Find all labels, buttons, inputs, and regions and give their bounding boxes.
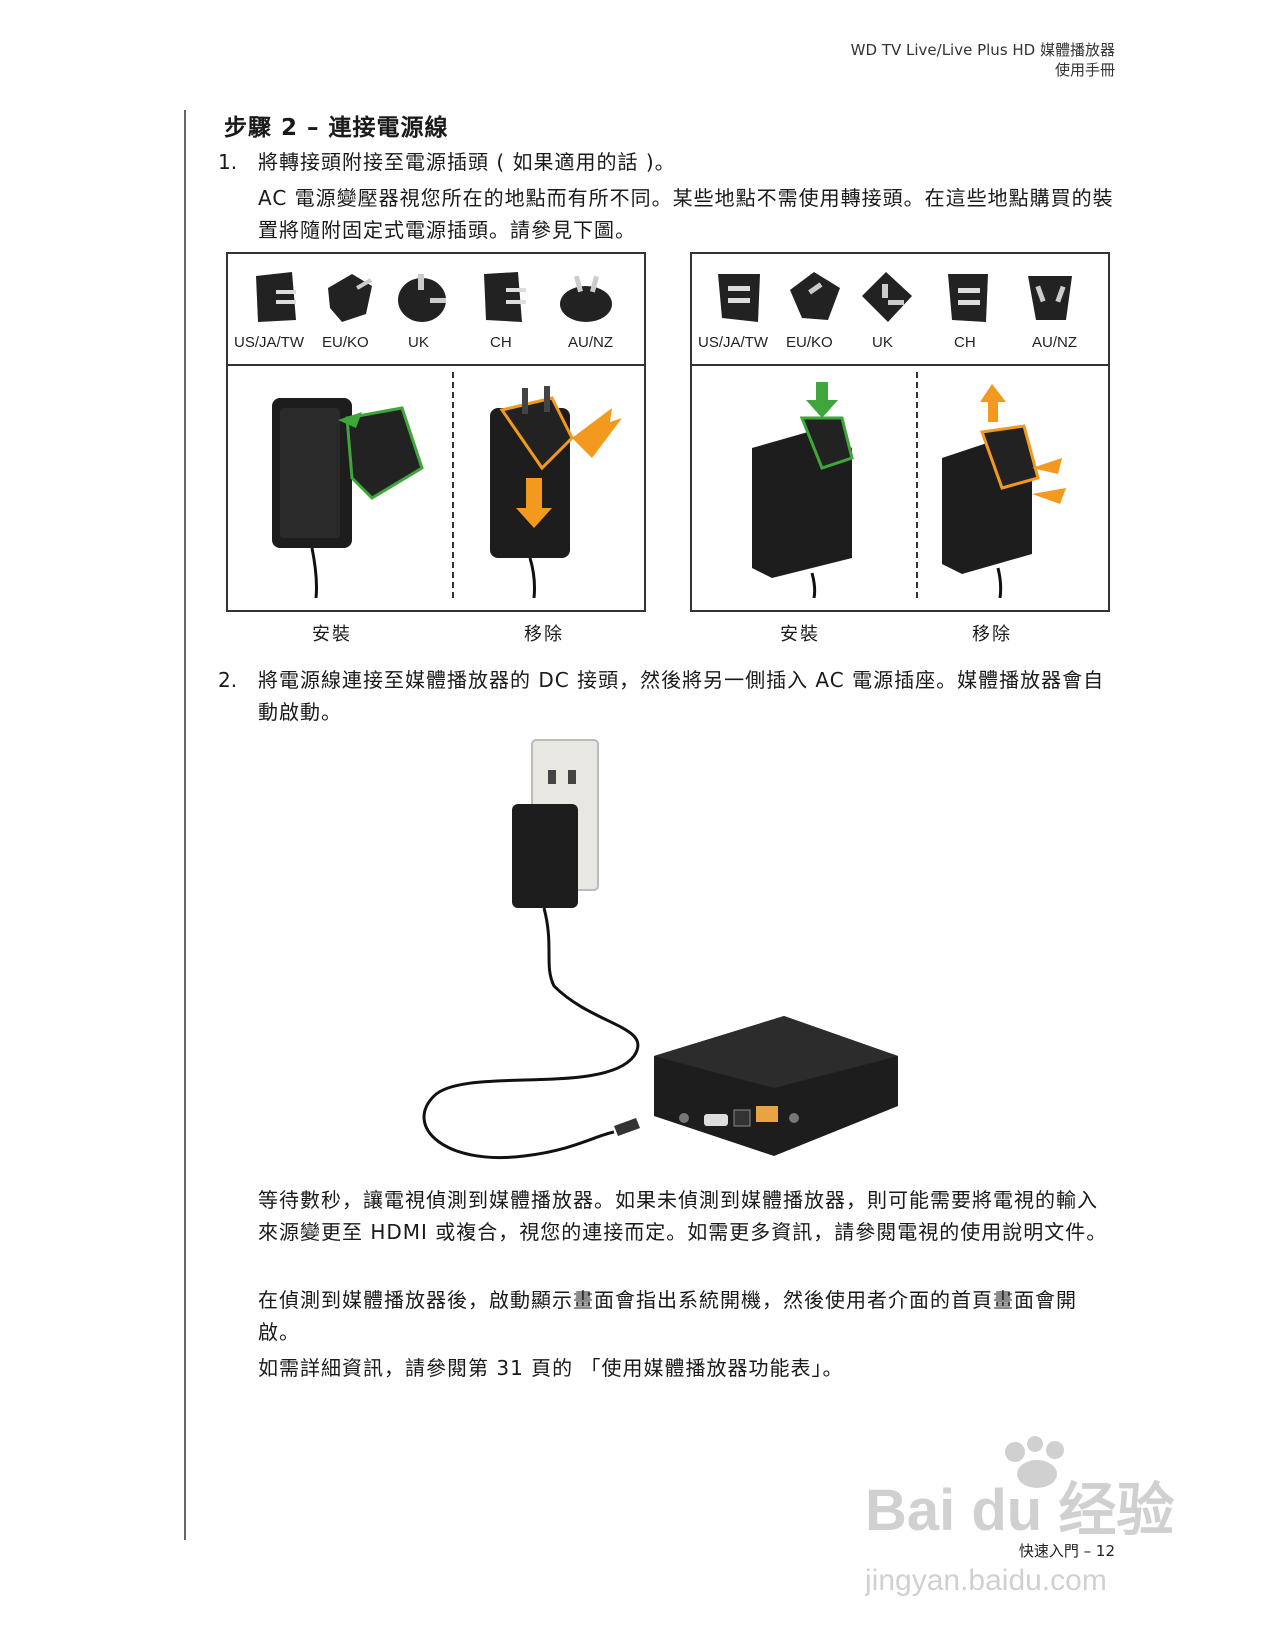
page-header: WD TV Live/Live Plus HD 媒體播放器 使用手冊 — [851, 40, 1115, 80]
paragraph-detect: 等待數秒，讓電視偵測到媒體播放器。如果未偵測到媒體播放器，則可能需要將電視的輸入… — [258, 1188, 1108, 1244]
plug-row-left: US/JA/TW EU/KO UK CH AU/NZ — [228, 254, 644, 366]
adapter-panel-right: US/JA/TW EU/KO UK CH AU/NZ — [690, 252, 1110, 612]
header-subtitle: 使用手冊 — [1054, 61, 1115, 79]
step1-text: 將轉接頭附接至電源插頭 ( 如果適用的話 )。 — [258, 150, 676, 174]
adapter-remove-illustration — [942, 384, 1066, 598]
plug-row-right: US/JA/TW EU/KO UK CH AU/NZ — [692, 254, 1108, 366]
caption-left-install: 安裝 — [312, 624, 352, 645]
plug-label-au: AU/NZ — [568, 334, 613, 351]
us-plug-icon — [718, 274, 760, 322]
au-plug-icon — [1028, 276, 1072, 320]
header-title: WD TV Live/Live Plus HD 媒體播放器 — [850, 41, 1115, 59]
panel-divider — [452, 372, 454, 598]
plug-label-us: US/JA/TW — [698, 334, 768, 351]
ch-plug-icon — [484, 272, 526, 322]
plug-label-eu: EU/KO — [786, 334, 833, 351]
plug-label-uk: UK — [408, 334, 429, 351]
plug-label-ch: CH — [954, 334, 976, 351]
left-margin-rule — [184, 110, 186, 1540]
caption-right-remove: 移除 — [972, 624, 1012, 645]
step2-number: 2. — [218, 668, 238, 692]
panel-divider — [916, 372, 918, 598]
plug-label-ch: CH — [490, 334, 512, 351]
uk-plug-icon — [862, 272, 912, 322]
plug-label-eu: EU/KO — [322, 334, 369, 351]
caption-left-remove: 移除 — [524, 624, 564, 645]
caption-right-install: 安裝 — [780, 624, 820, 645]
paragraph-boot: 在偵測到媒體播放器後，啟動顯示畫面會指出系統開機，然後使用者介面的首頁畫面會開啟… — [258, 1288, 1077, 1344]
paragraph-more-info: 如需詳細資訊，請參閱第 31 頁的 「使用媒體播放器功能表」。 — [258, 1356, 844, 1380]
plug-label-au: AU/NZ — [1032, 334, 1077, 351]
step2-text: 將電源線連接至媒體播放器的 DC 接頭，然後將另一側插入 AC 電源插座。媒體播… — [258, 668, 1105, 724]
adapter-panel-left: US/JA/TW EU/KO UK CH AU/NZ — [226, 252, 646, 612]
us-plug-icon — [256, 272, 296, 322]
step1-detail: AC 電源變壓器視您所在的地點而有所不同。某些地點不需使用轉接頭。在這些地點購買… — [258, 186, 1114, 242]
eu-plug-icon — [328, 274, 372, 322]
au-plug-icon — [560, 275, 612, 322]
step1-number: 1. — [218, 150, 238, 174]
adapter-install-illustration — [752, 382, 854, 598]
watermark-brand: Bai du 经验 — [865, 1478, 1174, 1543]
watermark-url: jingyan.baidu.com — [865, 1564, 1107, 1597]
section-title: 步驟 2 – 連接電源線 — [224, 115, 449, 141]
power-connection-illustration — [404, 726, 904, 1166]
watermark-logo: Bai du 经验 jingyan.baidu.com — [865, 1436, 1174, 1597]
adapter-install-illustration — [272, 398, 424, 598]
plug-label-uk: UK — [872, 334, 893, 351]
plug-label-us: US/JA/TW — [234, 334, 304, 351]
adapter-remove-illustration — [490, 386, 622, 598]
uk-plug-icon — [398, 274, 446, 322]
ch-plug-icon — [948, 274, 988, 322]
eu-plug-icon — [790, 272, 840, 320]
page-footer: 快速入門 – 12 — [1018, 1542, 1115, 1560]
